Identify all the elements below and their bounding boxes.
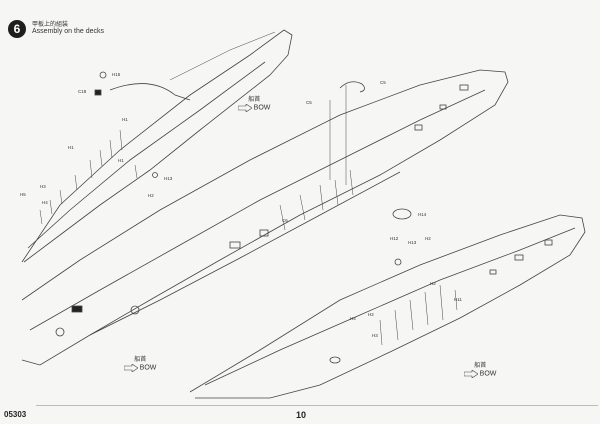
part-label: H1	[68, 145, 74, 150]
part-label: H3	[372, 333, 378, 338]
bow-label-english: BOW	[139, 364, 157, 372]
hull-bottom-right	[189, 214, 586, 399]
bow-label-chinese: 船首	[248, 97, 261, 103]
bow-arrow-icon: BOW	[124, 364, 156, 373]
step-title-english: Assembly on the decks	[32, 28, 104, 35]
part-label: H1	[118, 158, 124, 163]
part-label: H11	[454, 297, 462, 302]
part-label: H4	[42, 200, 48, 205]
part-label: H5	[20, 192, 26, 197]
bow-indicator: 船首 BOW	[238, 96, 270, 113]
step-title-chinese: 甲板上的組装	[32, 22, 69, 28]
part-label: H2	[368, 312, 374, 317]
bow-indicator: 船首 BOW	[124, 356, 156, 373]
part-label: C6	[282, 218, 288, 223]
part-label: H13	[408, 240, 417, 245]
product-code: 05303	[4, 410, 27, 419]
part-label: C5	[380, 80, 386, 85]
part-label: C5	[306, 100, 312, 105]
part-label: H13	[164, 176, 173, 181]
bow-indicator: 船首 BOW	[464, 362, 496, 379]
part-label: H2	[430, 281, 436, 286]
bow-label-english: BOW	[253, 104, 271, 112]
bow-arrow-icon: BOW	[464, 370, 496, 379]
part-label: H2	[425, 236, 431, 241]
bow-label-chinese: 船首	[474, 363, 487, 369]
part-label: H1	[122, 117, 128, 122]
bow-label-chinese: 船首	[134, 357, 147, 363]
part-label: H2	[148, 193, 154, 198]
page-number: 10	[296, 410, 307, 420]
part-label: H3	[40, 184, 46, 189]
part-label: H12	[390, 236, 399, 241]
hull-top-left	[21, 29, 293, 263]
part-label: H14	[418, 212, 427, 217]
part-label: H15	[112, 72, 121, 77]
hull-middle	[21, 69, 509, 366]
part-label: C18	[78, 89, 87, 94]
step-number-badge: 6	[8, 20, 26, 38]
bow-arrow-icon: BOW	[238, 104, 270, 113]
part-label: H4	[350, 316, 356, 321]
footer-divider	[36, 405, 598, 406]
bow-label-english: BOW	[479, 370, 497, 378]
